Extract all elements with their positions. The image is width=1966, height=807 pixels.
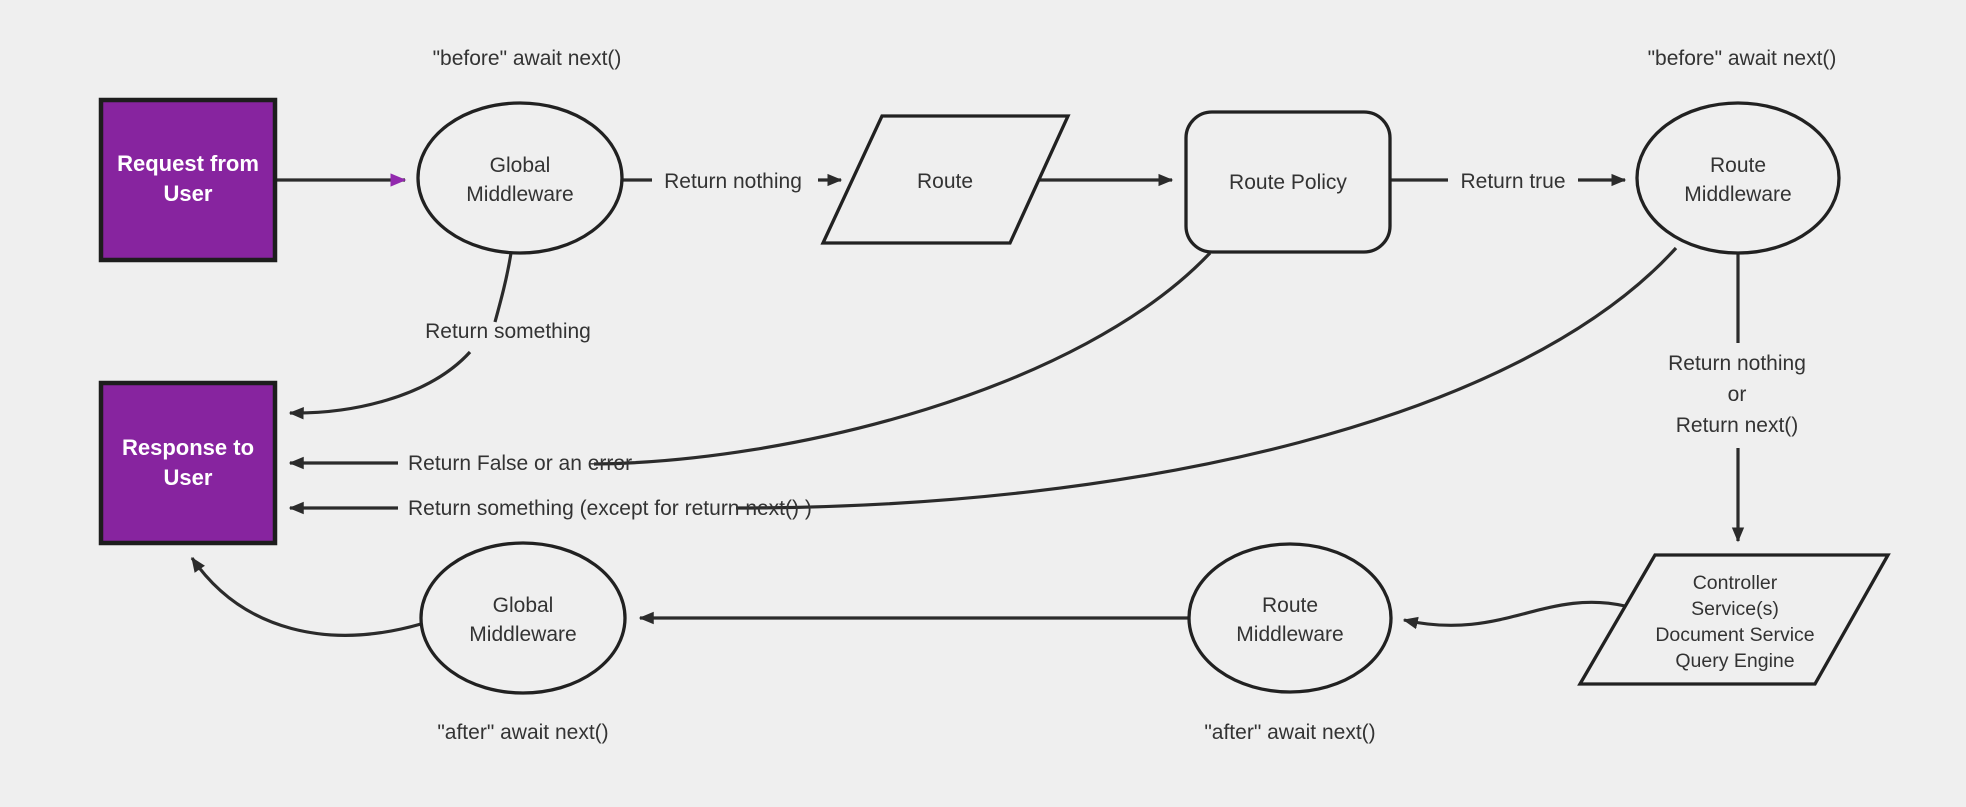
global-middleware-after-label-line2: Middleware [469,623,576,646]
edge-segment [735,246,1678,510]
edge-global-middleware-after-to-response [190,556,422,637]
node-request-from-user: Request from User [98,97,278,263]
edge-label-return-something: Return something [425,320,591,343]
edge-label-return-true: Return true [1460,170,1565,193]
edge-route-middleware-to-controller: Return nothing or Return next() [1668,253,1806,543]
request-box [98,97,278,263]
edge-segment [593,251,1212,466]
global-middleware-label-line2: Middleware [466,183,573,206]
route-policy-rect [1184,110,1392,254]
edge-segment [1402,600,1626,630]
global-middleware-after-label-line1: Global [493,594,554,617]
annotation-before-global: "before" await next() [433,47,622,70]
annotation-before-route: "before" await next() [1648,47,1837,70]
annotation-after-route: "after" await next() [1204,721,1375,744]
response-box [98,380,278,546]
node-route-middleware-after: Route Middleware [1187,542,1393,694]
node-route: Route [820,114,1071,245]
route-middleware-label-line2: Middleware [1684,183,1791,206]
controller-label-line3: Document Service [1655,624,1814,646]
controller-label-line1: Controller [1693,572,1778,594]
route-label: Route [917,170,973,193]
edge-label-return-nothing-or-2: or [1728,383,1747,406]
route-middleware-after-label-line1: Route [1262,594,1318,617]
node-controller-services: Controller Service(s) Document Service Q… [1577,553,1891,686]
edge-segment [493,252,513,323]
route-middleware-ellipse [1635,101,1841,255]
edge-route-policy-to-route-middleware: Return true [1390,170,1627,193]
response-label-line1: Response to [122,435,254,460]
edge-segment [288,350,472,420]
edge-global-middleware-return-something: Return something [288,252,591,420]
edge-segment [190,556,422,637]
route-middleware-after-ellipse [1187,542,1393,694]
response-label-line2: User [164,465,213,490]
route-policy-label: Route Policy [1229,171,1347,194]
request-label-line1: Request from [117,151,259,176]
edge-global-middleware-to-route: Return nothing [622,170,843,193]
edge-controller-to-route-middleware-after [1402,600,1626,630]
edge-route-policy-return-false: Return False or an error [288,251,1212,475]
edge-label-return-nothing-or-3: Return next() [1676,414,1799,437]
node-global-middleware-after: Global Middleware [419,541,627,695]
route-middleware-after-label-line2: Middleware [1236,623,1343,646]
node-global-middleware-before: Global Middleware [416,101,624,255]
controller-label-line4: Query Engine [1675,650,1794,672]
edge-label-return-false: Return False or an error [408,452,632,475]
route-parallelogram [820,114,1071,245]
global-middleware-after-ellipse [419,541,627,695]
node-route-middleware-before: Route Middleware [1635,101,1841,255]
annotation-after-global: "after" await next() [437,721,608,744]
controller-label-line2: Service(s) [1691,598,1779,620]
node-response-to-user: Response to User [98,380,278,546]
request-label-line2: User [164,181,213,206]
controller-parallelogram [1577,553,1891,686]
edge-label-return-something-except: Return something (except for return next… [408,497,812,520]
global-middleware-label-line1: Global [490,154,551,177]
edge-label-return-nothing-or-1: Return nothing [1668,352,1806,375]
node-route-policy: Route Policy [1184,110,1392,254]
global-middleware-ellipse [416,101,624,255]
route-middleware-label-line1: Route [1710,154,1766,177]
edge-label-return-nothing: Return nothing [664,170,802,193]
edge-route-middleware-return-something-except: Return something (except for return next… [288,246,1678,520]
